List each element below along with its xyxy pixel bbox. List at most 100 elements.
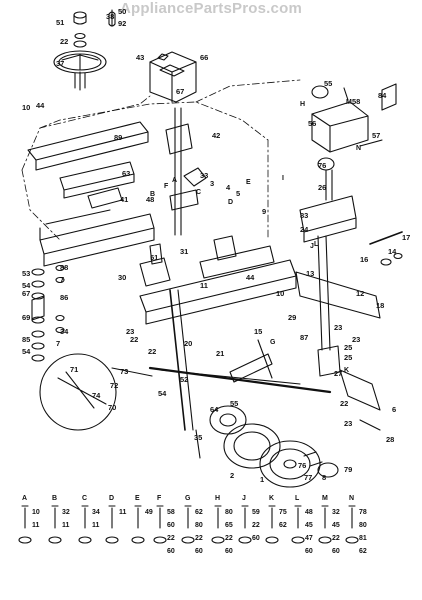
section-letter-l: L — [314, 241, 319, 248]
right-upper-bracket-side — [303, 217, 357, 243]
callout-label-83: 4 — [226, 183, 231, 192]
hardware-letter-m: M — [322, 495, 328, 502]
callout-label-52: 55 — [230, 399, 238, 408]
tie-rod-arm — [257, 339, 273, 379]
callout-label-65: 71 — [70, 365, 78, 374]
callout-label-15: 63 — [122, 169, 130, 178]
shim-plate-84 — [381, 83, 397, 111]
callout-label-22: 44 — [246, 273, 255, 282]
right-crank-arm — [295, 271, 381, 319]
callout-label-4: 38 — [106, 12, 114, 21]
washer-6 — [31, 342, 45, 350]
console-housing — [149, 51, 197, 103]
hardware-letter-l: L — [295, 495, 300, 502]
callout-label-17: 48 — [146, 195, 154, 204]
hardware-bolt-6 — [156, 505, 164, 529]
detail-leader — [111, 367, 153, 377]
gearbox-housing — [311, 101, 369, 153]
frame-phantom-top — [195, 79, 301, 103]
callout-label-62: 23 — [344, 419, 352, 428]
callout-label-68: 70 — [108, 403, 116, 412]
hardware-bolt-7 — [184, 505, 192, 529]
steering-cap — [73, 40, 87, 48]
hardware-m-part-2: 45 — [332, 522, 340, 529]
front-wheel-rim — [223, 423, 281, 469]
hardware-bolt-4 — [108, 505, 116, 529]
callout-label-25: 88 — [60, 263, 68, 272]
hardware-l-part-2: 45 — [305, 522, 313, 529]
callout-label-81: 57 — [372, 131, 380, 140]
pivot-bracket — [213, 235, 237, 261]
callout-label-5: 22 — [60, 37, 68, 46]
callout-label-28: 54 — [22, 281, 31, 290]
callout-label-60: 79 — [344, 465, 352, 474]
callout-label-1: 50 — [118, 7, 126, 16]
callout-label-39: 21 — [216, 349, 224, 358]
callout-label-59: 8 — [322, 473, 326, 482]
hardware-bolt-12 — [321, 505, 329, 529]
hardware-j-part-3: 60 — [252, 535, 260, 542]
hardware-bolt-8 — [214, 505, 222, 529]
nut-88 — [55, 264, 65, 272]
callout-label-70: 24 — [300, 225, 309, 234]
spindle-hub-center — [219, 413, 237, 427]
callout-label-40: 22 — [148, 347, 156, 356]
callout-label-53: 64 — [210, 405, 219, 414]
hardware-nut-13 — [345, 536, 359, 544]
hardware-a-part-1: 10 — [32, 509, 40, 516]
section-letter-h: H — [300, 101, 305, 108]
tie-rod-end — [229, 353, 273, 383]
callout-label-3: 92 — [118, 19, 126, 28]
callout-label-42: 87 — [300, 333, 308, 342]
frame-channel-lower-side — [145, 275, 297, 325]
frame-channel-upper — [39, 213, 155, 255]
hardware-f-part-3: 22 — [167, 535, 175, 542]
spindle-bracket — [139, 257, 171, 287]
section-letter-i: I — [282, 175, 284, 182]
spindle-lower — [195, 429, 201, 459]
callout-label-32: 34 — [60, 327, 69, 336]
hardware-g-part-4: 60 — [195, 548, 203, 555]
gearbox-shaft — [325, 169, 333, 201]
callout-label-29: 67 — [22, 289, 30, 298]
front-tire — [259, 440, 321, 488]
callout-label-20: 30 — [118, 273, 126, 282]
callout-label-79: 76 — [318, 161, 326, 170]
gearbox-bearing-top — [311, 85, 329, 99]
hardware-bolt-5 — [134, 505, 142, 529]
hardware-bolt-9 — [241, 505, 249, 529]
hardware-m-part-3: 22 — [332, 535, 340, 542]
callout-label-82: 3 — [210, 179, 214, 188]
nut-34 — [55, 326, 65, 334]
front-tire-hub — [283, 459, 297, 469]
hardware-a-part-2: 11 — [32, 522, 40, 529]
callout-label-10: 42 — [212, 131, 220, 140]
hardware-bolt-11 — [294, 505, 302, 529]
callout-label-76: 58 — [352, 97, 360, 106]
hardware-m-part-4: 60 — [332, 548, 340, 555]
steering-column-shaft — [174, 107, 182, 236]
callout-label-27: 53 — [22, 269, 30, 278]
hardware-n-part-4: 62 — [359, 548, 367, 555]
hardware-f-part-4: 60 — [167, 548, 175, 555]
axle-mount-plate — [199, 245, 275, 279]
right-knuckle — [339, 369, 381, 411]
callout-label-67: 74 — [92, 391, 101, 400]
hardware-letter-j: J — [242, 495, 246, 502]
hardware-k-part-2: 62 — [279, 522, 287, 529]
console-housing-edges — [149, 61, 197, 103]
hardware-letter-b: B — [52, 495, 57, 502]
callout-label-77: 55 — [324, 79, 332, 88]
callout-label-19: 31 — [180, 247, 188, 256]
pin-h — [343, 87, 349, 101]
callout-label-18: 9 — [262, 207, 266, 216]
callout-label-2: 51 — [56, 18, 64, 27]
section-letter-n: N — [356, 145, 361, 152]
right-lower-bracket — [317, 345, 341, 377]
hardware-letter-h: H — [215, 495, 220, 502]
steering-shaft-cap — [108, 9, 116, 27]
callout-label-51: 54 — [158, 389, 167, 398]
callout-label-50: 52 — [180, 375, 188, 384]
hardware-h-part-4: 60 — [225, 548, 233, 555]
